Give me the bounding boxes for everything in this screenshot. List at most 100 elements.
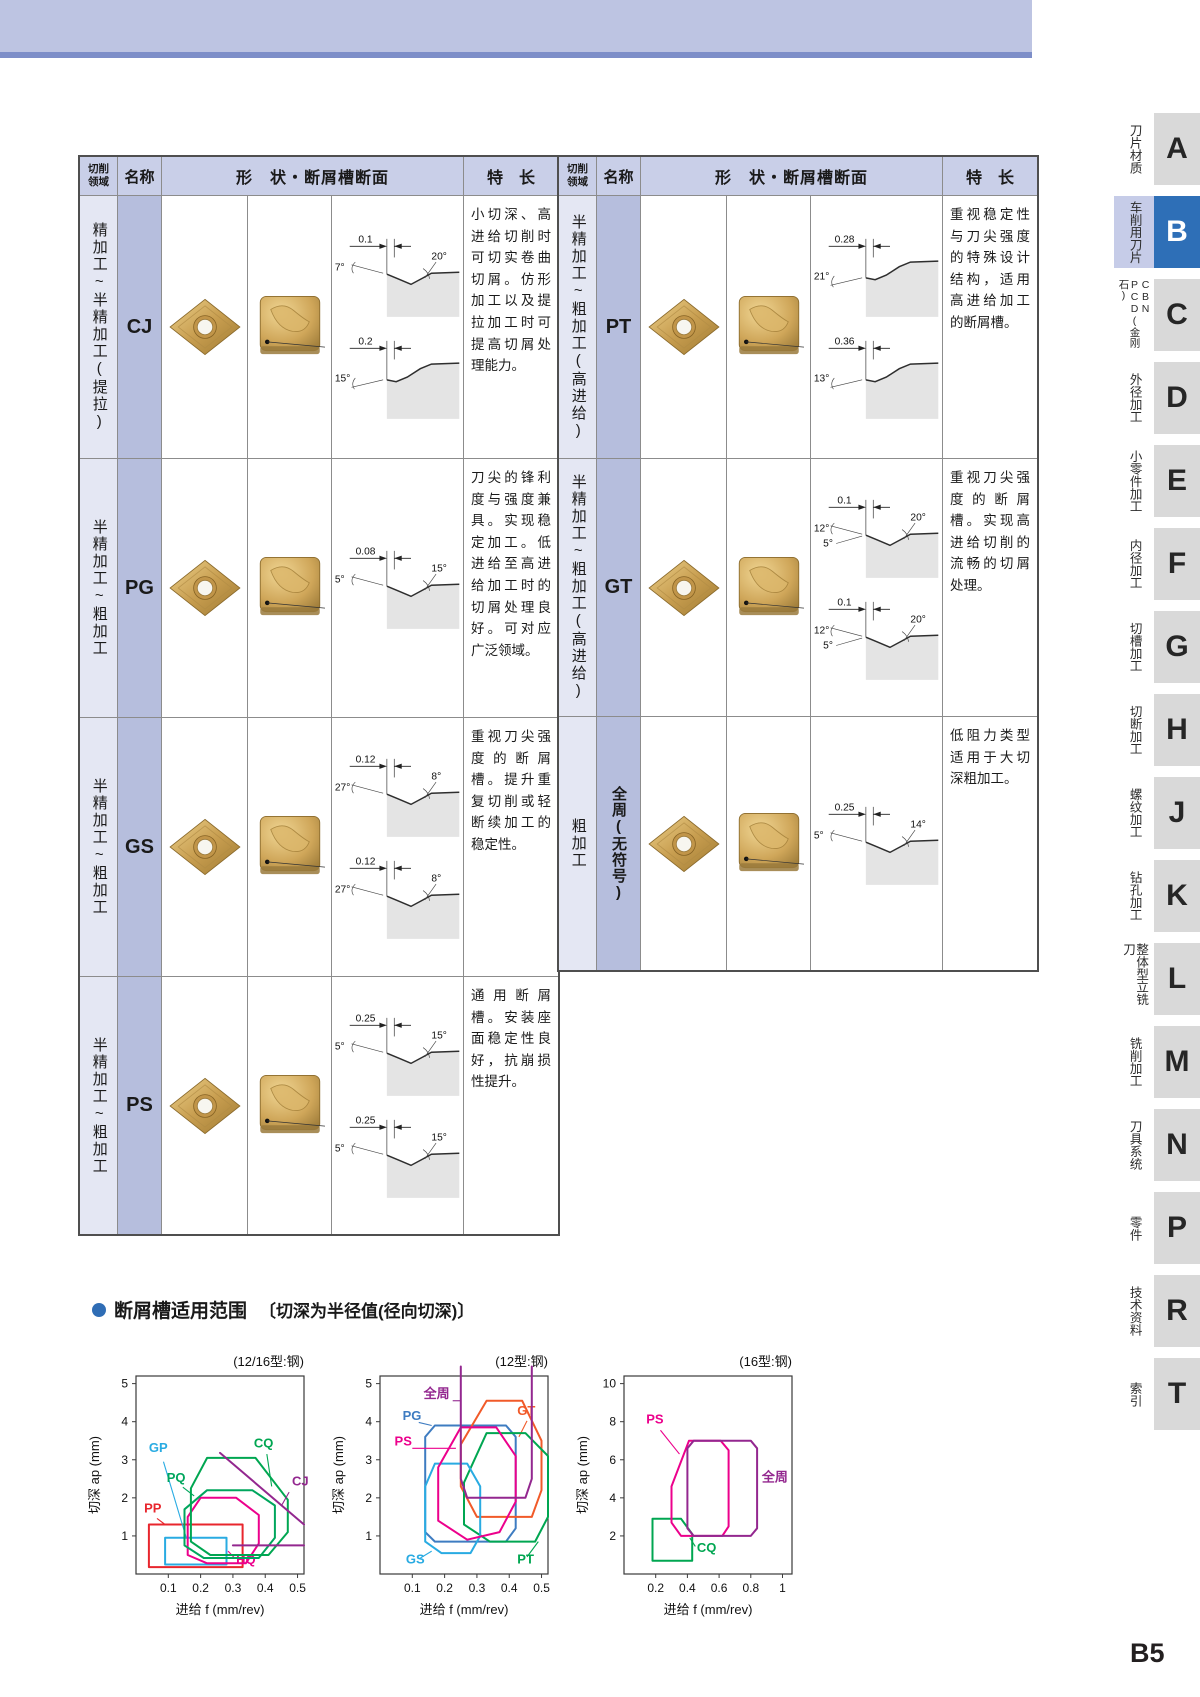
chipbreaker-cross-section: 0.255°15° (334, 1115, 459, 1198)
svg-text:3: 3 (365, 1453, 372, 1467)
tab-P[interactable]: P (1154, 1192, 1200, 1264)
insert-photo-image (168, 1077, 241, 1134)
region-label-CQ: CQ (254, 1436, 274, 1451)
chipbreaker-name: GS (125, 835, 154, 858)
tab-D[interactable]: D (1154, 362, 1200, 434)
cutting-area-label: 半精加工~粗加工(高进给) (569, 474, 587, 701)
svg-text:0.4: 0.4 (501, 1581, 518, 1595)
region-CJ (219, 1451, 305, 1526)
section-heading-note: 〔切深为半径值(径向切深)〕 (259, 1302, 475, 1321)
tab-C[interactable]: C (1154, 279, 1200, 351)
svg-text:0.6: 0.6 (711, 1581, 728, 1595)
region-label-PP: PP (144, 1500, 162, 1515)
svg-text:0.25: 0.25 (355, 1115, 375, 1126)
chipbreaker-cross-section: 0.255°14° (813, 802, 938, 885)
svg-text:0.5: 0.5 (289, 1581, 306, 1595)
tab-J[interactable]: J (1154, 777, 1200, 849)
region-label-PG: PG (403, 1408, 422, 1423)
insert-photo-cell (641, 196, 727, 458)
svg-text:0.1: 0.1 (837, 597, 852, 608)
svg-text:0.28: 0.28 (834, 235, 854, 246)
svg-text:0.4: 0.4 (257, 1581, 274, 1595)
svg-text:15°: 15° (431, 563, 446, 574)
name-cell: GT (597, 459, 641, 716)
svg-text:0.25: 0.25 (355, 1013, 375, 1024)
col-header-cutting-area: 切削领域 (559, 157, 597, 195)
feature-cell: 小切深、高进给切削时可切实卷曲切屑。仿形加工以及提拉加工时可提高切屑处理能力。 (464, 196, 558, 458)
chart-xlabel: 进给 f (mm/rev) (664, 1602, 753, 1617)
insert-photo-image (168, 559, 241, 617)
tab-K[interactable]: K (1154, 860, 1200, 932)
sidebar-item-label-box: 整体型立铣刀 (1114, 943, 1154, 1015)
sidebar-item-label: 螺纹加工 (1127, 788, 1142, 838)
insert-photo-image (647, 559, 720, 616)
sidebar-item-label: 刀片材质 (1127, 124, 1142, 174)
name-cell: 全周(无符号) (597, 717, 641, 970)
tab-N[interactable]: N (1154, 1109, 1200, 1181)
insert-photo-image (168, 818, 241, 876)
feature-text: 重视刀尖强度的断屑槽。实现高进给切削的流畅的切屑处理。 (950, 470, 1030, 593)
feature-text: 重视刀尖强度的断屑槽。提升重复切削或轻断续加工的稳定性。 (471, 729, 551, 852)
bullet-icon (92, 1302, 106, 1317)
svg-text:8°: 8° (431, 873, 441, 884)
sidebar-item-label-box: 刀片材质 (1114, 113, 1154, 185)
svg-text:0.3: 0.3 (225, 1581, 242, 1595)
sidebar-item-label: 内径加工 (1127, 539, 1142, 589)
corner-detail-image (738, 295, 804, 355)
svg-text:0.25: 0.25 (834, 802, 854, 813)
svg-text:21°: 21° (813, 272, 828, 283)
page-header-band (0, 0, 1032, 58)
tab-B[interactable]: B (1154, 196, 1200, 268)
feature-cell: 重视刀尖强度的断屑槽。实现高进给切削的流畅的切屑处理。 (943, 459, 1037, 716)
sidebar-item-label: 零件 (1127, 1215, 1142, 1241)
col-header-shape: 形 状・断屑槽断面 (162, 157, 464, 195)
sidebar-item-label-box: 车削用刀片 (1114, 196, 1154, 268)
tab-F[interactable]: F (1154, 528, 1200, 600)
region-label-全周: 全周 (423, 1386, 450, 1401)
cutting-area-label: 粗加工 (569, 818, 587, 869)
chipbreaker-cross-section: 0.112°5°20° (813, 495, 938, 578)
tab-E[interactable]: E (1154, 445, 1200, 517)
sidebar-item-label: CBN PCD(金刚石) (1117, 279, 1152, 348)
tab-R[interactable]: R (1154, 1275, 1200, 1347)
chart-ylabel: 切深 ap (mm) (87, 1436, 102, 1514)
svg-text:5°: 5° (334, 1041, 344, 1052)
tab-T[interactable]: T (1154, 1358, 1200, 1430)
insert-photo-cell (162, 718, 248, 976)
sidebar-item-label: 索引 (1127, 1381, 1142, 1407)
chipbreaker-name: PS (126, 1094, 153, 1116)
name-cell: PG (118, 459, 162, 717)
chipbreaker-name: PT (605, 315, 632, 338)
chart-title: (12/16型:钢) (233, 1354, 304, 1369)
svg-text:0.12: 0.12 (355, 857, 375, 868)
cutting-area-cell: 半精加工~粗加工 (80, 977, 118, 1234)
chart-xlabel: 进给 f (mm/rev) (420, 1602, 509, 1617)
sidebar-item-label: 小零件加工 (1127, 449, 1142, 513)
tab-M[interactable]: M (1154, 1026, 1200, 1098)
region-PG (424, 1424, 517, 1543)
svg-text:5°: 5° (334, 574, 344, 585)
tab-H[interactable]: H (1154, 694, 1200, 766)
insert-photo-cell (162, 459, 248, 717)
tab-G[interactable]: G (1154, 611, 1200, 683)
tab-A[interactable]: A (1154, 113, 1200, 185)
svg-text:2: 2 (365, 1491, 372, 1505)
feature-cell: 重视稳定性与刀尖强度的特殊设计结构，适用高进给加工的断屑槽。 (943, 196, 1037, 458)
svg-text:2: 2 (121, 1491, 128, 1505)
insert-photo-cell (641, 459, 727, 716)
tab-L[interactable]: L (1154, 943, 1200, 1015)
sidebar-item-label: 车削用刀片 (1127, 200, 1142, 264)
